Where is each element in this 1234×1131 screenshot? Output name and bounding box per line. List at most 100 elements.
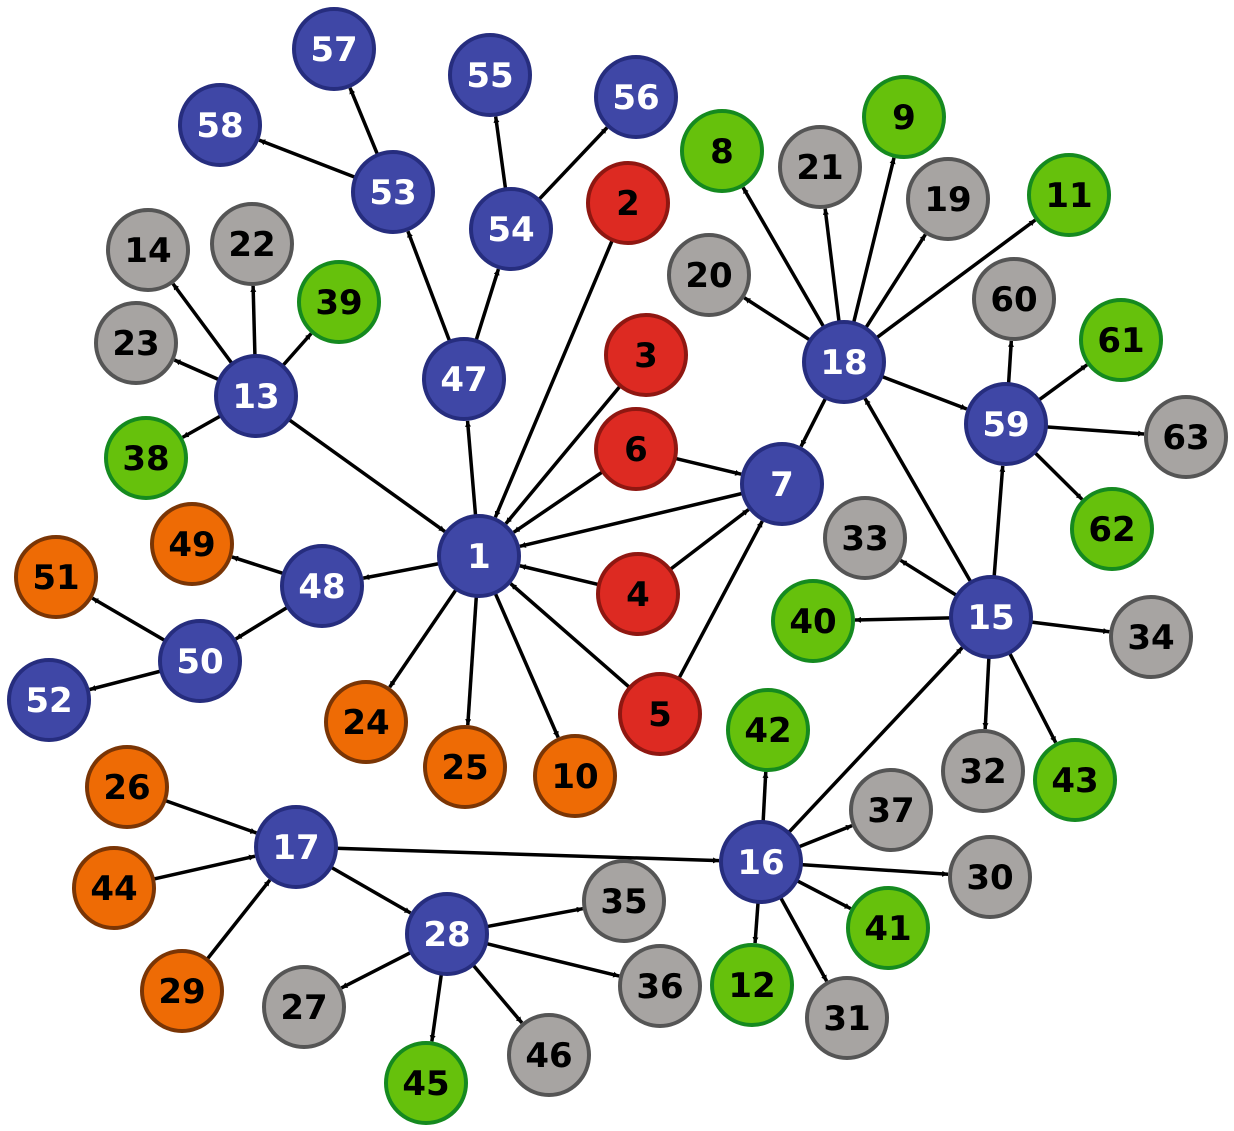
node-label-54: 54 (487, 210, 534, 250)
edge-28-to-36 (485, 941, 620, 978)
node-label-60: 60 (990, 280, 1037, 320)
edge-18-to-19 (864, 233, 927, 330)
node-label-46: 46 (525, 1036, 572, 1076)
edge-15-to-43 (1007, 651, 1058, 744)
node-circle-7 (740, 442, 824, 526)
node-label-28: 28 (423, 915, 470, 955)
node-48: 48 (280, 544, 364, 628)
edge-47-to-54 (474, 268, 501, 342)
node-50: 50 (158, 619, 242, 703)
edge-18-to-11 (875, 218, 1037, 340)
node-18: 18 (802, 320, 886, 404)
node-58: 58 (178, 83, 262, 167)
node-label-48: 48 (298, 567, 345, 607)
node-circle-45 (384, 1041, 468, 1125)
node-circle-11 (1027, 153, 1111, 237)
node-13: 13 (214, 354, 298, 438)
edge-18-to-7 (799, 396, 828, 448)
node-label-8: 8 (710, 132, 734, 172)
node-label-23: 23 (112, 324, 159, 364)
node-circle-4 (596, 552, 680, 636)
node-circle-36 (618, 944, 702, 1028)
node-label-59: 59 (982, 405, 1029, 445)
node-circle-23 (94, 301, 178, 385)
node-59: 59 (964, 382, 1048, 466)
node-label-1: 1 (467, 537, 491, 577)
node-circle-27 (262, 965, 346, 1049)
edge-18-to-9 (851, 157, 896, 324)
node-label-40: 40 (789, 602, 836, 642)
node-circle-29 (140, 949, 224, 1033)
node-circle-50 (158, 619, 242, 703)
node-circle-43 (1033, 738, 1117, 822)
node-circle-48 (280, 544, 364, 628)
node-circle-26 (85, 745, 169, 829)
edge-47-to-53 (406, 230, 452, 343)
edge-13-to-39 (281, 332, 313, 368)
edge-18-to-21 (822, 208, 841, 323)
node-circle-58 (178, 83, 262, 167)
node-label-31: 31 (823, 999, 870, 1039)
node-circle-2 (586, 161, 670, 245)
edge-50-to-51 (91, 596, 167, 643)
node-53: 53 (351, 150, 435, 234)
node-6: 6 (594, 407, 678, 491)
node-label-38: 38 (122, 439, 169, 479)
edge-18-to-59 (880, 374, 968, 411)
node-27: 27 (262, 965, 346, 1049)
node-circle-54 (469, 187, 553, 271)
node-circle-1 (437, 514, 521, 598)
node-11: 11 (1027, 153, 1111, 237)
node-23: 23 (94, 301, 178, 385)
edge-layer (89, 87, 1145, 1042)
edge-5-to-7 (677, 520, 764, 680)
node-circle-47 (422, 337, 506, 421)
node-label-22: 22 (228, 225, 275, 265)
node-circle-56 (594, 55, 678, 139)
edge-54-to-56 (537, 126, 609, 202)
edge-48-to-49 (231, 555, 285, 576)
node-1: 1 (437, 514, 521, 598)
edge-15-to-59 (992, 465, 1006, 578)
edge-54-to-55 (493, 116, 508, 190)
edge-6-to-1 (512, 470, 604, 534)
node-24: 24 (324, 680, 408, 764)
node-31: 31 (805, 976, 889, 1060)
edge-13-to-1 (287, 417, 446, 533)
node-43: 43 (1033, 738, 1117, 822)
node-label-47: 47 (440, 360, 487, 400)
node-44: 44 (72, 846, 156, 930)
node-label-44: 44 (90, 869, 137, 909)
node-circle-10 (533, 734, 617, 818)
edge-16-to-37 (797, 823, 853, 849)
node-circle-28 (405, 892, 489, 976)
node-label-56: 56 (612, 78, 659, 118)
node-17: 17 (254, 805, 338, 889)
node-circle-51 (14, 535, 98, 619)
node-label-61: 61 (1097, 321, 1144, 361)
edge-17-to-28 (329, 865, 412, 915)
edge-18-to-20 (743, 296, 812, 342)
node-2: 2 (586, 161, 670, 245)
node-label-17: 17 (272, 828, 319, 868)
edge-1-to-10 (493, 591, 560, 739)
node-label-34: 34 (1127, 618, 1174, 658)
node-label-2: 2 (616, 184, 640, 224)
node-label-13: 13 (232, 377, 279, 417)
node-circle-44 (72, 846, 156, 930)
node-40: 40 (771, 579, 855, 663)
node-label-12: 12 (728, 966, 775, 1006)
node-21: 21 (778, 125, 862, 209)
node-30: 30 (948, 835, 1032, 919)
node-circle-6 (594, 407, 678, 491)
node-45: 45 (384, 1041, 468, 1125)
node-35: 35 (582, 859, 666, 943)
node-label-35: 35 (600, 882, 647, 922)
node-circle-25 (423, 725, 507, 809)
edge-28-to-46 (471, 963, 524, 1025)
node-label-9: 9 (892, 98, 916, 138)
node-60: 60 (972, 257, 1056, 341)
node-57: 57 (292, 7, 376, 91)
node-label-62: 62 (1088, 510, 1135, 550)
node-label-18: 18 (820, 343, 867, 383)
